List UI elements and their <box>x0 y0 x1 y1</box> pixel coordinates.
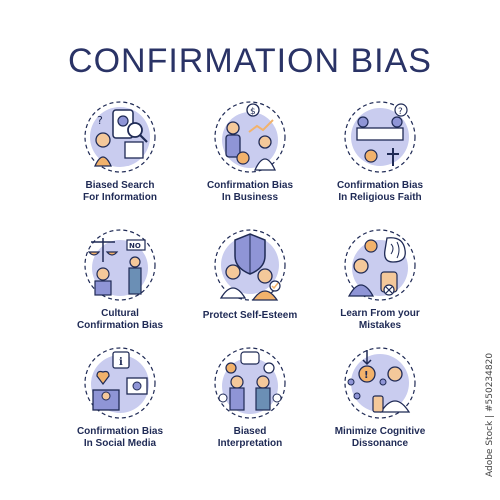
brain-mistake-icon <box>343 228 417 302</box>
icon-card-biased-search: ? Biased Search For Information <box>55 100 185 210</box>
social-media-icon: i <box>83 346 157 420</box>
card-label-line1: Biased Search <box>85 180 155 191</box>
icon-card-cultural: NO Cultural Confirmation Bias <box>55 228 185 338</box>
card-label-line1: Cultural <box>101 308 139 319</box>
card-label-line2: Confirmation Bias <box>76 320 164 331</box>
icon-card-learn-mistakes: Learn From your Mistakes <box>315 228 445 338</box>
business-people-chart-icon: $ <box>213 100 287 174</box>
svg-text:i: i <box>119 357 123 368</box>
interpretation-people-icon <box>213 346 287 420</box>
icon-card-cognitive-dissonance: ! Minimize Cognitive Dissonance <box>315 346 445 456</box>
religious-debate-icon: ? <box>343 100 417 174</box>
card-label-line1: Confirmation Bias <box>336 180 424 191</box>
card-label-line1: Biased <box>233 426 267 437</box>
card-label-line1: Minimize Cognitive <box>334 426 426 437</box>
icon-card-business: $ Confirmation Bias In Business <box>185 100 315 210</box>
svg-text:NO: NO <box>129 242 141 250</box>
card-label-line1: Learn From your <box>340 308 420 319</box>
card-label-line1: Protect Self-Esteem <box>202 310 298 321</box>
card-label-line1: Confirmation Bias <box>76 426 164 437</box>
shield-people-icon <box>213 228 287 302</box>
icon-card-social-media: i Confirmation Bias In Social Media <box>55 346 185 456</box>
card-label-line2: In Business <box>221 192 279 203</box>
icon-card-interpretation: Biased Interpretation <box>185 346 315 456</box>
card-label-line2: In Religious Faith <box>338 192 422 203</box>
stock-watermark: Adobe Stock | #550234820 <box>485 352 495 478</box>
svg-text:$: $ <box>250 107 256 117</box>
card-label-line2: Mistakes <box>358 320 402 331</box>
svg-text:!: ! <box>364 370 369 381</box>
card-label-line2: In Social Media <box>83 438 157 449</box>
page-title: CONFIRMATION BIAS <box>68 42 432 80</box>
cognitive-dissonance-icon: ! <box>343 346 417 420</box>
icon-card-self-esteem: Protect Self-Esteem <box>185 228 315 338</box>
scales-no-sign-icon: NO <box>83 228 157 302</box>
card-label-line2: For Information <box>83 192 157 203</box>
magnifier-search-icon: ? <box>83 100 157 174</box>
svg-text:?: ? <box>97 114 103 127</box>
card-label-line1: Confirmation Bias <box>206 180 294 191</box>
icon-card-religious-faith: ? Confirmation Bias In Religious Faith <box>315 100 445 210</box>
svg-text:?: ? <box>398 107 403 117</box>
card-label-line2: Interpretation <box>217 438 283 449</box>
card-label-line2: Dissonance <box>351 438 409 449</box>
